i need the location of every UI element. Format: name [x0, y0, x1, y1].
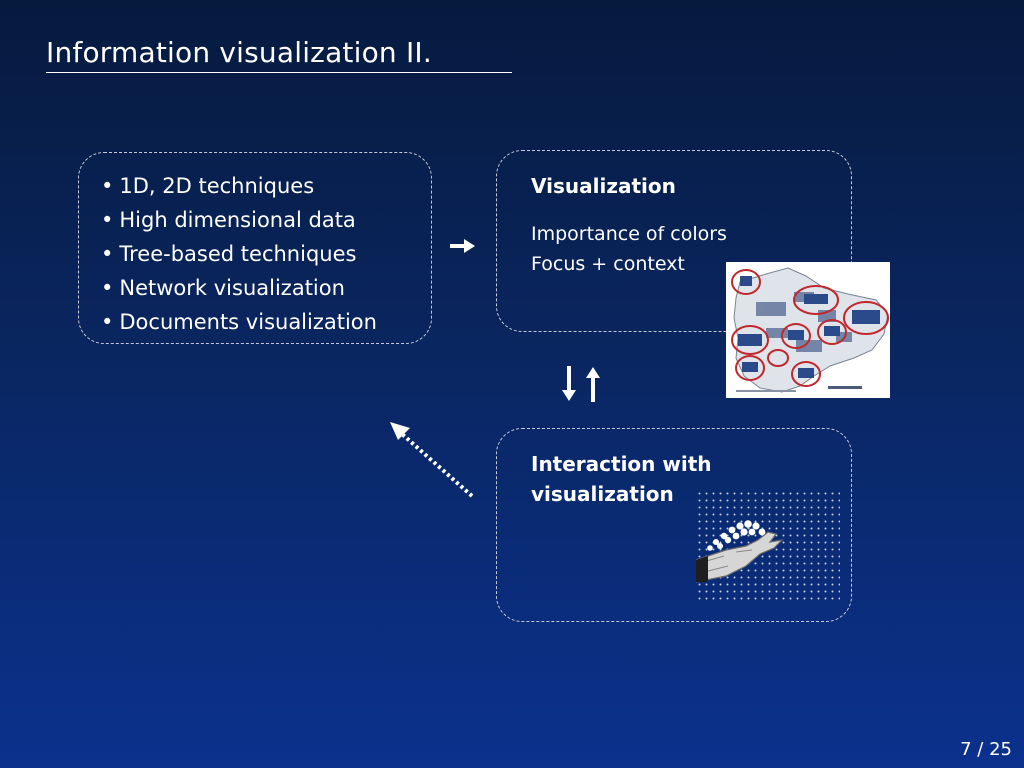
interaction-box: Interaction with visualization: [496, 428, 852, 622]
topic-item: High dimensional data: [101, 203, 377, 237]
visualization-items: Importance of colors Focus + context: [531, 219, 727, 279]
topic-item: Tree-based techniques: [101, 237, 377, 271]
fisheye-map-image: [726, 262, 890, 398]
interaction-heading: Interaction with visualization: [531, 452, 712, 506]
visualization-item-colors: Importance of colors: [531, 223, 727, 245]
topics-list: 1D, 2D techniques High dimensional data …: [101, 169, 377, 339]
dotted-diagonal-arrow-icon: [390, 422, 474, 498]
topic-item: Network visualization: [101, 271, 377, 305]
right-arrow-icon: [450, 239, 475, 253]
topic-item: 1D, 2D techniques: [101, 169, 377, 203]
hand-interaction-image: [696, 490, 840, 604]
page-number: 7 / 25: [960, 739, 1012, 760]
visualization-item-focus: Focus + context: [531, 253, 685, 275]
visualization-box: Visualization Importance of colors Focus…: [496, 150, 852, 332]
visualization-heading: Visualization: [531, 174, 676, 198]
slide-title: Information visualization II.: [46, 36, 512, 73]
topic-item: Documents visualization: [101, 305, 377, 339]
topics-box: 1D, 2D techniques High dimensional data …: [78, 152, 432, 344]
down-up-arrows-icon: [562, 366, 600, 402]
